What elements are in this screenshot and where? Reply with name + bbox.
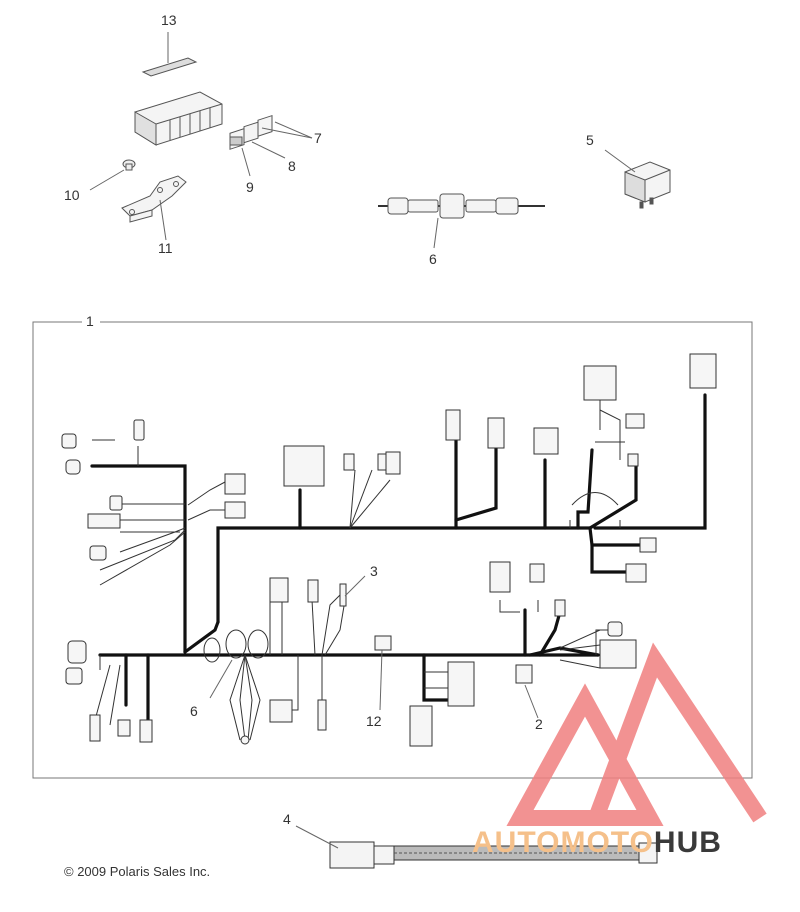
callout-11: 11 [158, 240, 173, 256]
harness-connectors [61, 353, 717, 747]
callout-3: 3 [370, 563, 378, 579]
main-harness-wires [90, 393, 707, 722]
callout-leaders [209, 575, 539, 719]
leader-4 [295, 825, 339, 849]
copyright-notice: © 2009 Polaris Sales Inc. [64, 864, 211, 879]
part-11-bracket [121, 175, 187, 223]
leader-5 [604, 149, 636, 173]
harness-frame [32, 321, 753, 779]
part-4-cable [329, 841, 658, 869]
part-6-fuse-holder [378, 193, 545, 219]
leader-11 [159, 199, 167, 241]
callout-8: 8 [288, 158, 296, 174]
leader-6-top [433, 217, 439, 249]
callout-7: 7 [314, 130, 322, 146]
callout-13: 13 [161, 12, 177, 28]
part-5-relay [624, 161, 671, 209]
callout-6-top: 6 [429, 251, 437, 267]
part-10-fastener [122, 159, 136, 171]
part-13-label [141, 57, 198, 77]
callout-5: 5 [586, 132, 594, 148]
part-fuse-box [134, 91, 223, 146]
callout-2: 2 [535, 716, 543, 732]
callout-12: 12 [366, 713, 382, 729]
watermark-logo [506, 642, 767, 826]
callout-10: 10 [64, 187, 80, 203]
callout-1: 1 [86, 313, 94, 329]
watermark-text: AUTOMOTOHUB [472, 826, 722, 860]
leader-10 [89, 169, 125, 191]
callout-9: 9 [246, 179, 254, 195]
callout-6-harness: 6 [190, 703, 198, 719]
watermark-text-a: AUTOMOTO [472, 826, 654, 859]
part-fuses [229, 114, 273, 150]
watermark-text-b: HUB [653, 826, 722, 859]
leaders-7-8-9 [241, 121, 313, 177]
callout-4: 4 [283, 811, 291, 827]
